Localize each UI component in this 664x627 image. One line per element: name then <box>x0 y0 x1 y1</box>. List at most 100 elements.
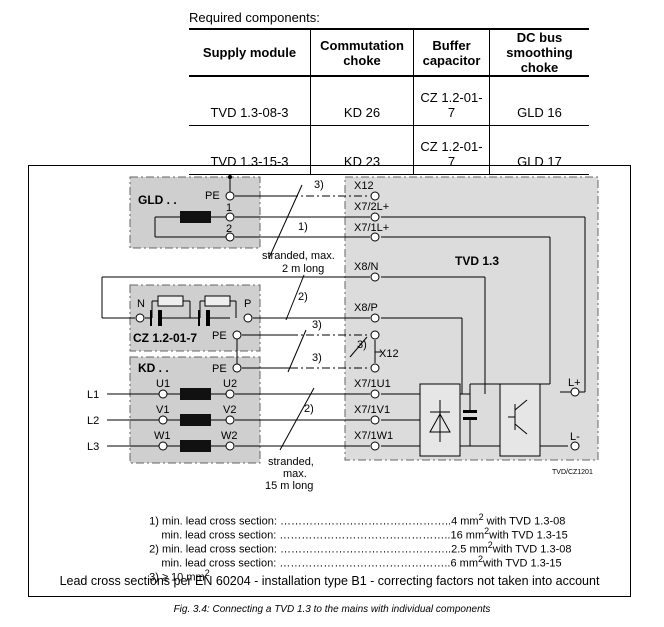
terminal-v1 <box>158 415 168 425</box>
junction-dot <box>228 175 232 179</box>
dc-link-capacitor-top <box>463 410 477 413</box>
x12-label: X12 <box>354 180 374 192</box>
gld-2-label: 2 <box>226 223 232 235</box>
igbt-symbol <box>508 399 528 435</box>
terminal-x7-1u1 <box>370 389 380 399</box>
kd-choke-w <box>180 440 211 452</box>
stranded-b-3: 15 m long <box>265 480 313 492</box>
ref-3-top: 3) <box>314 179 324 191</box>
terminal-x8-n <box>370 272 380 282</box>
terminal-lminus <box>570 441 580 451</box>
lplus-label: L+ <box>568 377 581 389</box>
w1-label: W1 <box>154 430 171 442</box>
header-supply-module: Supply module <box>189 28 311 77</box>
x7-1w1-label: X7/1W1 <box>354 430 393 442</box>
table-row: TVD 1.3-15-3 KD 23 CZ 1.2-01-7 GLD 17 <box>189 125 589 175</box>
terminal-lplus <box>570 387 580 397</box>
kd-choke-v <box>180 414 211 426</box>
cz-p-label: P <box>244 298 251 310</box>
l2-label: L2 <box>87 415 99 427</box>
ref-3-kd: 3) <box>312 352 322 364</box>
terminal-cz-n <box>135 313 145 323</box>
inverter-box <box>499 383 541 457</box>
terminal-gld-pe <box>225 191 235 201</box>
stranded-b-1: stranded, <box>268 456 314 468</box>
table-cell: KD 26 <box>310 76 414 126</box>
gld-pe-label: PE <box>205 190 220 202</box>
terminal-x7-2l <box>370 212 380 222</box>
lminus-label: L- <box>570 431 580 443</box>
v2-label: V2 <box>223 404 236 416</box>
terminals <box>135 191 580 451</box>
u1-label: U1 <box>156 378 170 390</box>
table-cell: GLD 16 <box>489 76 589 126</box>
w2-label: W2 <box>221 430 238 442</box>
terminal-w1 <box>158 441 168 451</box>
v1-label: V1 <box>156 404 169 416</box>
gld-choke <box>180 211 211 223</box>
terminal-x7-1w1 <box>370 441 380 451</box>
stranded-a-2: 2 m long <box>282 263 324 275</box>
table-cell: CZ 1.2-01-7 <box>413 125 490 175</box>
x12-mid-label: X12 <box>379 348 399 360</box>
tvd-label: TVD 1.3 <box>455 254 499 268</box>
x7-2l-label: X7/2L+ <box>354 201 389 213</box>
terminal-x7-1l <box>370 232 380 242</box>
terminal-x7-1v1 <box>370 415 380 425</box>
ref-2-kd: 2) <box>304 403 314 415</box>
cz-cap-plate-2 <box>158 310 162 326</box>
stranded-b-2: max. <box>283 468 307 480</box>
cz-cap-plate-1 <box>150 310 152 326</box>
cz-label: CZ 1.2-01-7 <box>133 331 197 345</box>
terminal-u2 <box>225 389 235 399</box>
l3-label: L3 <box>87 441 99 453</box>
cz-cap-plate-3 <box>198 310 200 326</box>
kd-choke-u <box>180 388 211 400</box>
cz-cap-plate-4 <box>206 310 210 326</box>
diagram-frame <box>28 165 631 597</box>
kd-label: KD . . <box>138 361 169 375</box>
terminal-x12-mid-2 <box>370 363 380 373</box>
note-2b: min. lead cross section: ………………………………………… <box>149 554 562 570</box>
x8n-label: X8/N <box>354 261 379 273</box>
kd-pe-label: PE <box>212 363 227 375</box>
table-cell: TVD 1.3-08-3 <box>189 76 311 126</box>
table-cell: GLD 17 <box>489 125 589 175</box>
terminal-gld-2 <box>225 232 235 242</box>
note-3: 3) ≥ 10 mm2 <box>149 568 210 584</box>
note-2: 2) min. lead cross section: ………………………………… <box>149 540 572 556</box>
footer-note: Lead cross sections per EN 60204 - insta… <box>59 574 600 588</box>
gld-1-label: 1 <box>226 202 232 214</box>
figure-caption: Fig. 3.4: Connecting a TVD 1.3 to the ma… <box>173 604 491 615</box>
x7-1u1-label: X7/1U1 <box>354 378 391 390</box>
cz-n-label: N <box>137 298 145 310</box>
cz-resistor-2 <box>204 295 231 307</box>
terminal-gld-1 <box>225 212 235 222</box>
table-row: TVD 1.3-08-3 KD 26 CZ 1.2-01-7 GLD 16 <box>189 76 589 126</box>
terminal-u1 <box>158 389 168 399</box>
ref-3-cz: 3) <box>312 319 322 331</box>
terminal-cz-pe <box>232 330 242 340</box>
terminal-w2 <box>225 441 235 451</box>
drawing-code: TVD/CZ1201 <box>552 469 593 476</box>
terminal-x12-mid-1 <box>370 330 380 340</box>
cz-resistor-1 <box>157 295 184 307</box>
terminal-cz-p <box>243 313 253 323</box>
terminal-v2 <box>225 415 235 425</box>
note-1b: min. lead cross section: ………………………………………… <box>149 526 568 542</box>
required-components-title: Required components: <box>189 10 320 25</box>
ref-3-x12: 3) <box>357 339 367 351</box>
x8p-label: X8/P <box>354 302 378 314</box>
terminal-kd-pe <box>232 363 242 373</box>
dc-link-capacitor-bottom <box>463 417 477 420</box>
ref-2-top: 2) <box>298 291 308 303</box>
ref-1: 1) <box>298 221 308 233</box>
x7-1v1-label: X7/1V1 <box>354 404 390 416</box>
x7-1l-label: X7/1L+ <box>354 222 389 234</box>
gld-label: GLD . . <box>138 193 177 207</box>
l1-label: L1 <box>87 389 99 401</box>
